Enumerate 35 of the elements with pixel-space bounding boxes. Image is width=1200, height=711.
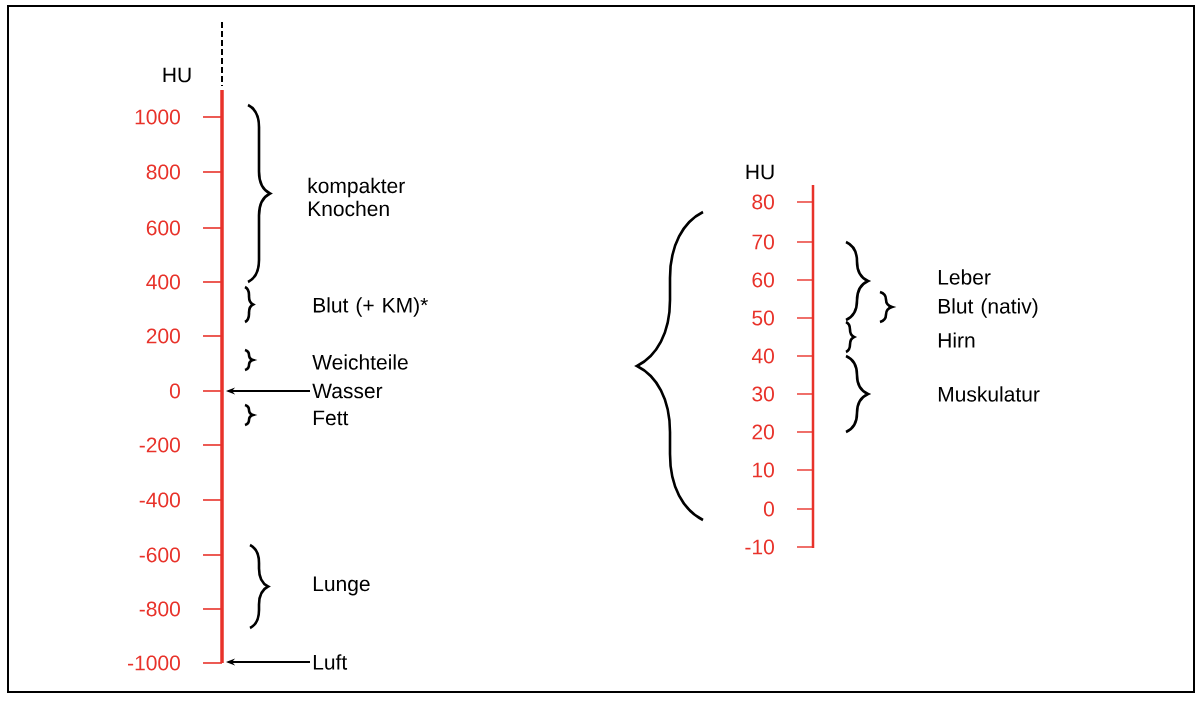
region-label: Fett <box>313 410 349 426</box>
tick-label: 800 <box>146 164 180 180</box>
tick-label: 20 <box>752 424 774 440</box>
tick-label: 70 <box>752 234 774 250</box>
region-label: kompakter Knochen <box>308 177 405 217</box>
tick-label: 80 <box>752 194 774 210</box>
tick-label: 10 <box>753 462 774 478</box>
region-label: Leber <box>938 269 991 285</box>
region-label: Hirn <box>938 332 975 348</box>
tick-label: 0 <box>169 383 180 399</box>
region-label: Luft <box>313 654 348 670</box>
tick-label: -600 <box>139 547 180 563</box>
tick-label: -800 <box>139 601 180 617</box>
tick-label: 30 <box>752 386 774 402</box>
tick-label: 200 <box>146 328 180 344</box>
tick-label: 400 <box>146 274 180 290</box>
region-label: Blut (nativ) <box>938 298 1038 318</box>
tick-label: 50 <box>752 310 774 326</box>
region-label: Weichteile <box>312 354 408 370</box>
tick-label: 600 <box>146 220 180 236</box>
tick-label: -400 <box>139 492 180 508</box>
tick-label: -10 <box>745 539 774 555</box>
tick-label: -1000 <box>128 655 180 671</box>
region-label: Lunge <box>313 576 370 596</box>
unit-label: HU <box>163 67 191 83</box>
region-label: Muskulatur <box>938 386 1040 402</box>
tick-label: 40 <box>751 348 774 364</box>
tick-label: 1000 <box>135 109 180 125</box>
unit-label: HU <box>746 164 774 180</box>
tick-label: 60 <box>752 272 774 288</box>
scale-bar <box>220 90 224 663</box>
tick-label: 0 <box>763 501 774 517</box>
region-label: Wasser <box>312 383 383 399</box>
tick-label: -200 <box>139 437 180 453</box>
region-label: Blut (+ KM)* <box>313 297 428 317</box>
